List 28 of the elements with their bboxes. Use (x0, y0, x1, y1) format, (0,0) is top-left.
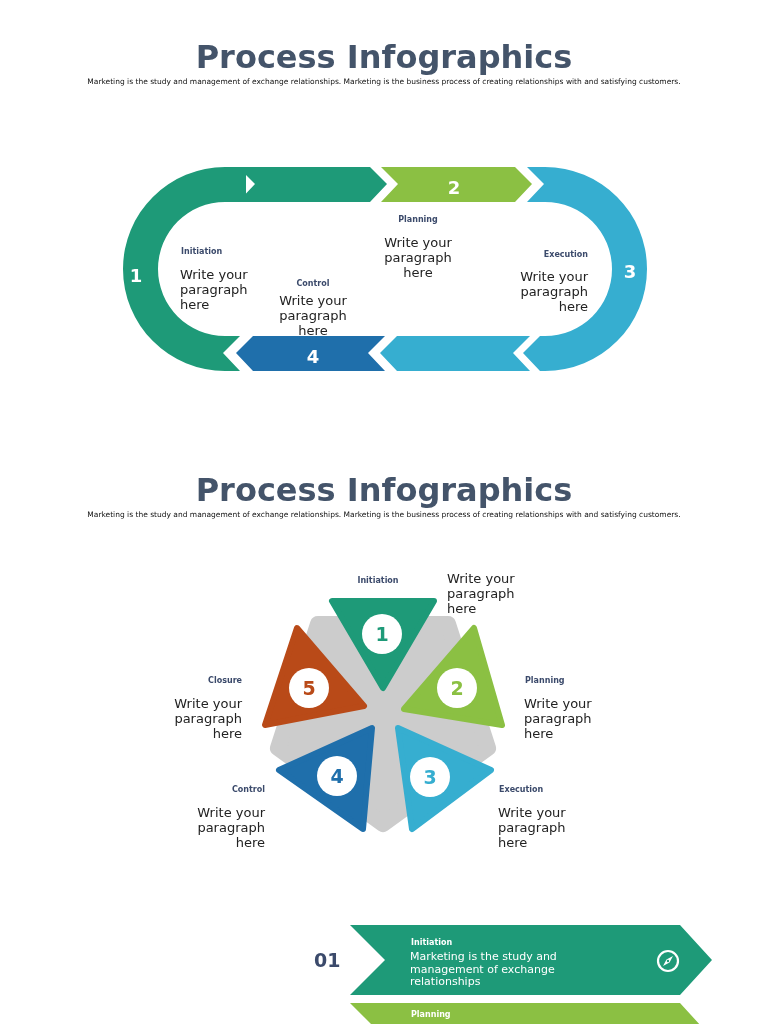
step-number: 1 (128, 265, 144, 286)
step-number: 3 (622, 261, 638, 282)
step-title: Planning (397, 215, 439, 224)
paragraph-text: Write your paragraph here (447, 571, 516, 616)
step-title: Control (230, 785, 265, 794)
step-title: Execution (499, 785, 545, 794)
step-number: 01 (314, 949, 341, 971)
step-title: Planning (411, 1010, 451, 1019)
paragraph-text: Write your paragraph here (196, 805, 265, 850)
paragraph-text: Write your paragraph here (173, 696, 242, 741)
step-number: 2 (446, 177, 462, 198)
heading: Process Infographics (194, 38, 574, 76)
step-title: Closure (207, 676, 242, 685)
step-title: Execution (542, 250, 588, 259)
heading: Process Infographics (194, 471, 574, 509)
paragraph-text: Write your paragraph here (180, 267, 249, 312)
step-title: Initiation (181, 247, 224, 256)
step-title: Planning (525, 676, 566, 685)
paragraph-text: Write your paragraph here (498, 805, 567, 850)
paragraph-text: Write your paragraph here (524, 696, 593, 741)
paragraph-text: Write your paragraph here (383, 235, 453, 280)
paragraph-text: Write your paragraph here (278, 293, 348, 338)
step-title: Control (295, 279, 331, 288)
step-title: Initiation (356, 576, 400, 585)
step-number: 4 (305, 346, 321, 367)
paragraph-text: Write your paragraph here (519, 269, 588, 314)
step-title: Initiation (411, 938, 453, 947)
description-text: Marketing is the study and management of exchange relationships (410, 951, 558, 989)
